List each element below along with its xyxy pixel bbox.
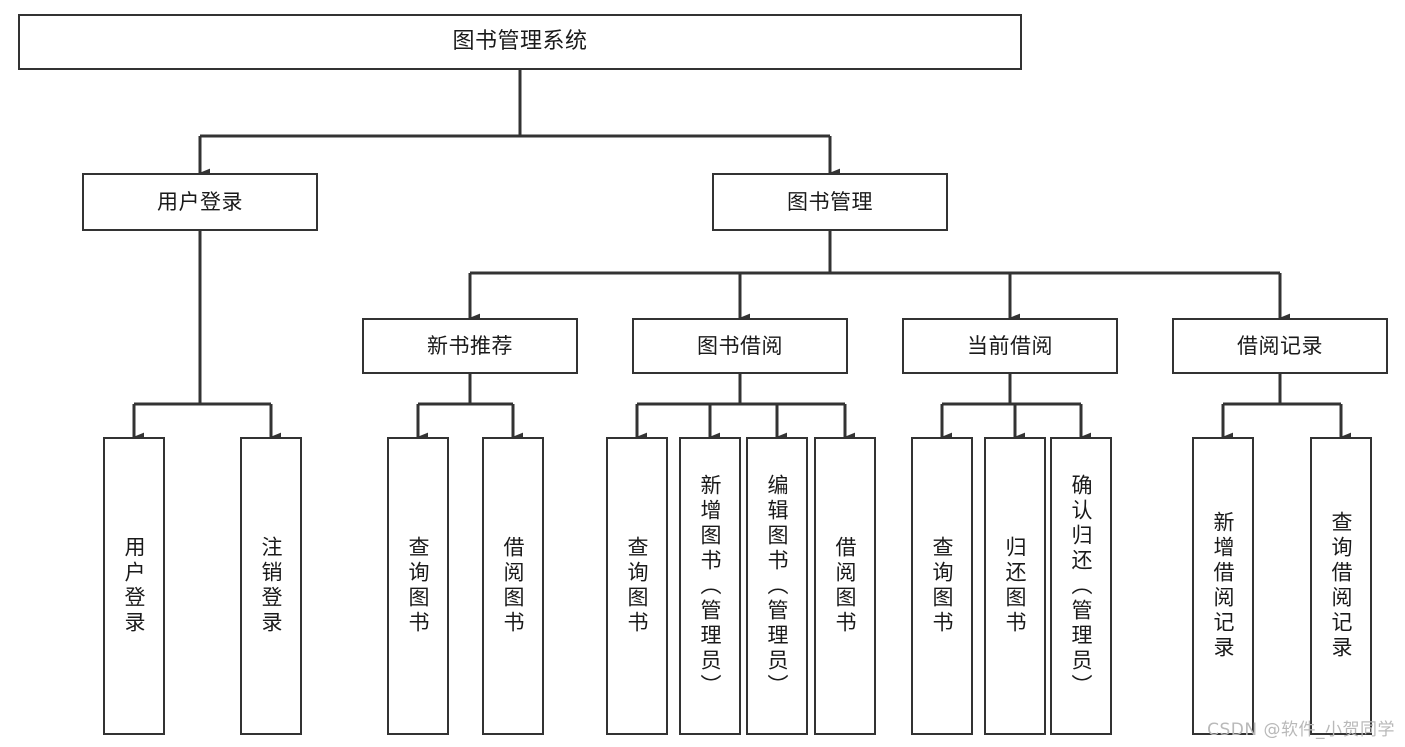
node-label: 图书借阅 [697,333,783,358]
csdn-watermark: CSDN @软件_小贺同学 [1207,720,1395,740]
node-label: 当前借阅 [967,333,1053,358]
node-label: 归还图书 [1003,536,1028,636]
node-l-bb-borrow-book[interactable]: 借阅图书 [814,437,876,735]
node-label: 新增借阅记录 [1211,511,1236,661]
node-label: 借阅图书 [501,536,526,636]
node-l-bb-query-book[interactable]: 查询图书 [606,437,668,735]
node-label: 用户登录 [122,536,147,636]
node-label: 查询图书 [625,536,650,636]
node-l-cb-return-book[interactable]: 归还图书 [984,437,1046,735]
node-n-book-manage[interactable]: 图书管理 [712,173,948,231]
node-label: 新书推荐 [427,333,513,358]
node-l-cb-query-book[interactable]: 查询图书 [911,437,973,735]
node-l-bb-edit-book[interactable]: 编辑图书（管理员） [746,437,808,735]
node-n-current-borrow[interactable]: 当前借阅 [902,318,1118,374]
node-l-rec-borrow-book[interactable]: 借阅图书 [482,437,544,735]
node-l-user-login[interactable]: 用户登录 [103,437,165,735]
node-n-book-borrow[interactable]: 图书借阅 [632,318,848,374]
node-l-br-query-record[interactable]: 查询借阅记录 [1310,437,1372,735]
node-label: 借阅图书 [833,536,858,636]
node-label: 编辑图书（管理员） [765,473,790,699]
node-label: 注销登录 [259,536,284,636]
node-label: 查询图书 [930,536,955,636]
node-label: 新增图书（管理员） [698,473,723,699]
node-n-borrow-record[interactable]: 借阅记录 [1172,318,1388,374]
node-root[interactable]: 图书管理系统 [18,14,1022,70]
node-label: 查询借阅记录 [1329,511,1354,661]
node-n-user-login[interactable]: 用户登录 [82,173,318,231]
node-l-user-logout[interactable]: 注销登录 [240,437,302,735]
node-label: 用户登录 [157,189,243,214]
node-l-bb-add-book[interactable]: 新增图书（管理员） [679,437,741,735]
node-label: 图书管理 [787,189,873,214]
node-label: 确认归还（管理员） [1069,473,1094,699]
node-label: 图书管理系统 [452,29,588,55]
node-l-cb-confirm-return[interactable]: 确认归还（管理员） [1050,437,1112,735]
edges-group [132,70,1352,442]
node-l-br-add-record[interactable]: 新增借阅记录 [1192,437,1254,735]
node-label: 借阅记录 [1237,333,1323,358]
node-label: 查询图书 [406,536,431,636]
node-n-new-book-rec[interactable]: 新书推荐 [362,318,578,374]
node-l-rec-query-book[interactable]: 查询图书 [387,437,449,735]
